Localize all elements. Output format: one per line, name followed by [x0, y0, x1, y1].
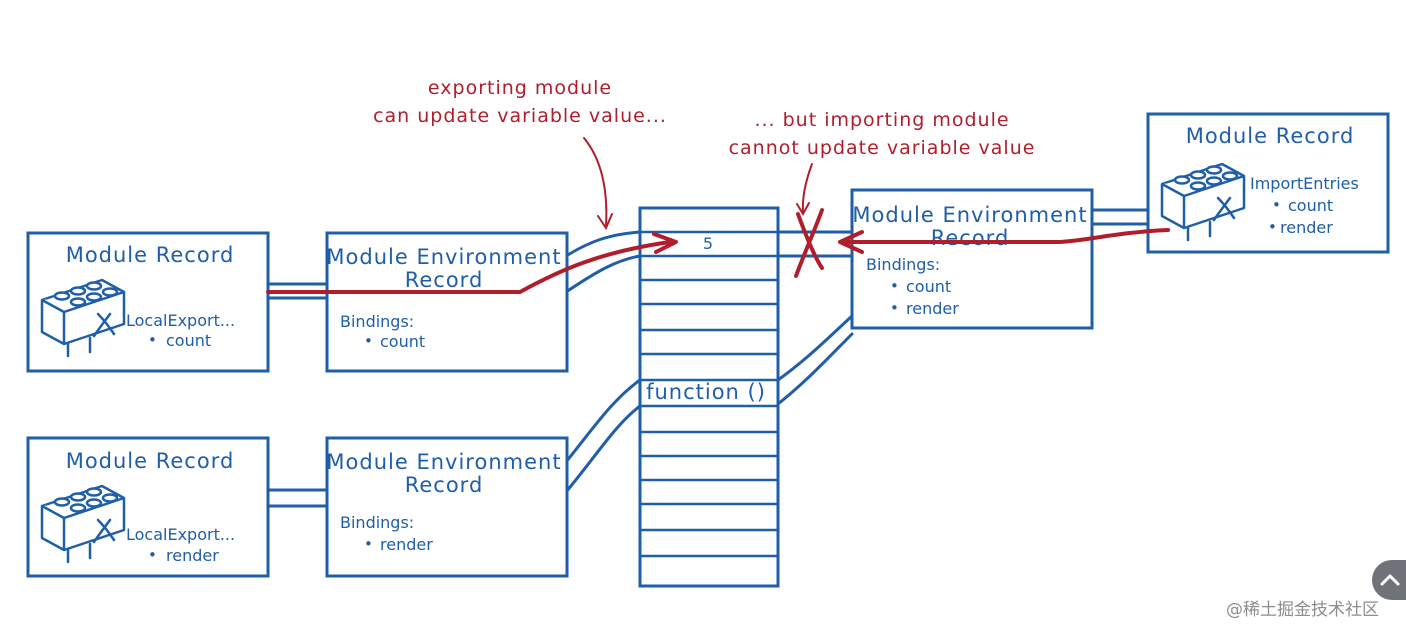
- connector-bottom-env-memory-lower: [564, 404, 642, 494]
- top-module-environment-record: Module Environment Record Bindings: • co…: [325, 231, 569, 373]
- top-record-entry-count: count: [166, 331, 211, 350]
- importing-annotation: ... but importing module cannot update v…: [729, 109, 1036, 217]
- importer-env-binding-bullet-2: •: [890, 299, 899, 317]
- memory-column: 5 function (): [638, 206, 780, 588]
- memory-value-count: 5: [703, 234, 713, 253]
- import-blocked-arrow: [794, 208, 1170, 278]
- import-blocked-arrow-line: [844, 228, 1170, 244]
- exporting-pointer-arrow: [583, 137, 608, 227]
- connector-memory-importer-render-upper: [776, 314, 854, 382]
- blocked-cross-mark: [794, 208, 824, 278]
- importer-env-binding-bullet-1: •: [890, 277, 899, 295]
- importer-record-entry-bullet-1: •: [1272, 196, 1281, 214]
- bottom-env-record-box: [325, 436, 569, 578]
- top-module-record: Module Record LocalExport... • count: [26, 231, 270, 373]
- importer-env-binding-render: render: [906, 299, 959, 318]
- importing-pointer-arrowhead: [796, 202, 810, 217]
- importer-env-bindings-label: Bindings:: [866, 255, 940, 274]
- bottom-record-entry-render: render: [166, 546, 219, 565]
- importer-module-record-title: Module Record: [1186, 124, 1355, 148]
- memory-row-dividers: [638, 230, 780, 558]
- bottom-record-entry-bullet: •: [148, 546, 157, 564]
- connector-top-env-memory-lower: [564, 254, 642, 294]
- bottom-module-record: Module Record LocalExport... • render: [26, 436, 270, 578]
- connector-top-env-memory-upper: [564, 230, 642, 258]
- memory-value-render: function (): [646, 380, 766, 404]
- export-update-arrowhead: [652, 232, 678, 254]
- top-record-entry-bullet: •: [148, 331, 157, 349]
- importer-env-record-box: [850, 188, 1094, 330]
- bottom-record-entries-label: LocalExport...: [126, 525, 235, 544]
- importer-record-entries-label: ImportEntries: [1250, 174, 1359, 193]
- export-update-arrow: [266, 232, 678, 294]
- site-watermark: @稀土掘金技术社区: [1226, 600, 1379, 620]
- lego-brick-icon: [40, 278, 126, 358]
- lego-brick-icon: [1160, 162, 1246, 242]
- top-env-record-title-line1: Module Environment: [326, 245, 561, 269]
- top-env-record-title-line2: Record: [405, 268, 484, 292]
- bottom-env-binding-render: render: [380, 535, 433, 554]
- top-record-entries-label: LocalExport...: [126, 311, 235, 330]
- connector-memory-importer-render-lower: [776, 332, 854, 406]
- import-blocked-arrowhead: [838, 230, 864, 254]
- importer-env-binding-count: count: [906, 277, 951, 296]
- scroll-to-top-button[interactable]: [1372, 560, 1406, 600]
- importer-record-entry-render: render: [1280, 218, 1333, 237]
- importer-module-record: Module Record ImportEntries • count • re…: [1146, 112, 1390, 254]
- export-update-arrow-line: [266, 240, 672, 294]
- top-env-binding-count: count: [380, 332, 425, 351]
- chevron-up-icon: [1380, 574, 1400, 586]
- importing-annotation-line2: cannot update variable value: [729, 137, 1036, 159]
- importer-module-environment-record: Module Environment Record Bindings: • co…: [850, 188, 1094, 330]
- importer-record-entry-count: count: [1288, 196, 1333, 215]
- lego-brick-icon: [40, 484, 126, 564]
- bottom-env-bindings-label: Bindings:: [340, 513, 414, 532]
- bottom-env-binding-bullet: •: [364, 535, 373, 553]
- bottom-env-record-title-line2: Record: [405, 473, 484, 497]
- exporting-annotation-line1: exporting module: [428, 77, 612, 99]
- bottom-env-record-title-line1: Module Environment: [326, 450, 561, 474]
- top-module-record-title: Module Record: [66, 243, 235, 267]
- memory-column-box: [638, 206, 780, 588]
- top-env-bindings-label: Bindings:: [340, 312, 414, 331]
- exporting-annotation-line2: can update variable value...: [373, 105, 667, 127]
- bottom-module-record-title: Module Record: [66, 449, 235, 473]
- bottom-module-environment-record: Module Environment Record Bindings: • re…: [325, 436, 569, 578]
- importing-pointer-arrow: [801, 163, 813, 213]
- importer-env-record-title-line1: Module Environment: [852, 203, 1087, 227]
- connector-bottom-env-memory-upper: [564, 378, 642, 464]
- exporting-pointer-arrowhead: [597, 213, 613, 231]
- importing-annotation-line1: ... but importing module: [754, 109, 1009, 131]
- importer-env-record-title-line2: Record: [931, 226, 1010, 250]
- top-env-record-box: [325, 231, 569, 373]
- importer-record-entry-bullet-2: •: [1268, 218, 1277, 236]
- exporting-annotation: exporting module can update variable val…: [373, 77, 667, 231]
- top-env-binding-bullet: •: [364, 332, 373, 350]
